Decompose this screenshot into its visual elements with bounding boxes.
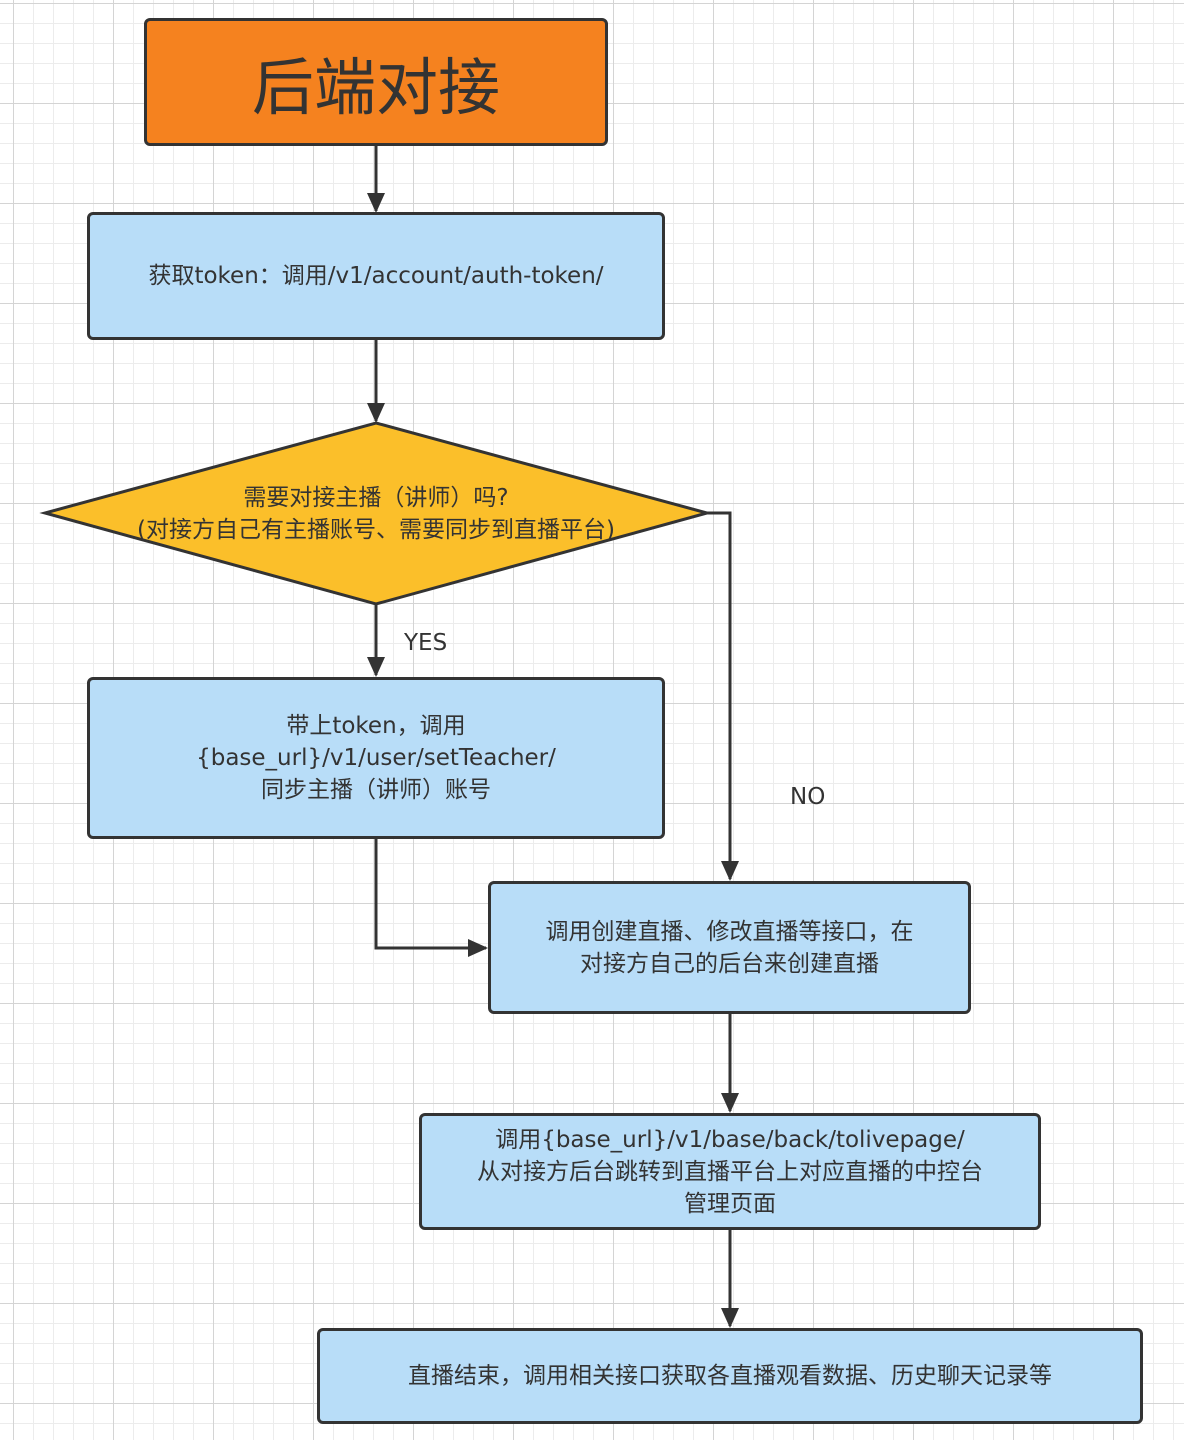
sync-teacher-line-1: 带上token，调用	[286, 713, 466, 739]
to-live-page-node[interactable]: 调用{base_url}/v1/base/back/tolivepage/ 从对…	[419, 1113, 1041, 1230]
decision-line-1: 需要对接主播（讲师）吗?	[243, 485, 509, 511]
live-end-node[interactable]: 直播结束，调用相关接口获取各直播观看数据、历史聊天记录等	[317, 1328, 1143, 1424]
get-token-text: 获取token：调用/v1/account/auth-token/	[148, 263, 604, 289]
create-live-node[interactable]: 调用创建直播、修改直播等接口，在 对接方自己的后台来创建直播	[488, 881, 971, 1014]
arrow-decision-no	[707, 511, 739, 881]
to-live-page-line-3: 管理页面	[684, 1190, 776, 1217]
live-end-text: 直播结束，调用相关接口获取各直播观看数据、历史聊天记录等	[408, 1363, 1052, 1389]
sync-teacher-line-2: {base_url}/v1/user/setTeacher/	[196, 745, 556, 771]
sync-teacher-node[interactable]: 带上token，调用 {base_url}/v1/user/setTeacher…	[87, 677, 665, 839]
no-label: NO	[790, 784, 826, 810]
to-live-page-line-1: 调用{base_url}/v1/base/back/tolivepage/	[495, 1126, 965, 1153]
create-live-line-2: 对接方自己的后台来创建直播	[580, 950, 879, 977]
title-text: 后端对接	[251, 51, 500, 124]
create-live-line-1: 调用创建直播、修改直播等接口，在	[545, 918, 914, 945]
decision-line-2: (对接方自己有主播账号、需要同步到直播平台)	[137, 517, 615, 543]
arrow-teacher-to-create	[374, 839, 488, 957]
get-token-node[interactable]: 获取token：调用/v1/account/auth-token/	[87, 212, 665, 340]
title-node[interactable]: 后端对接	[144, 18, 608, 146]
to-live-page-line-2: 从对接方后台跳转到直播平台上对应直播的中控台	[477, 1158, 983, 1185]
decision-text: 需要对接主播（讲师）吗? (对接方自己有主播账号、需要同步到直播平台)	[76, 482, 676, 546]
sync-teacher-line-3: 同步主播（讲师）账号	[260, 777, 491, 803]
yes-label: YES	[404, 630, 448, 656]
